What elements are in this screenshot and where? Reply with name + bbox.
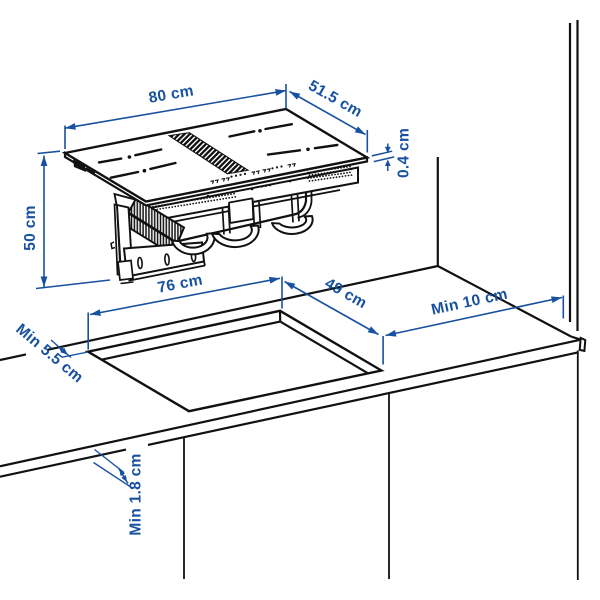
svg-text:50 cm: 50 cm (22, 205, 39, 250)
svg-text:Min 1.8 cm: Min 1.8 cm (128, 453, 145, 535)
svg-text:0.4 cm: 0.4 cm (396, 128, 413, 178)
